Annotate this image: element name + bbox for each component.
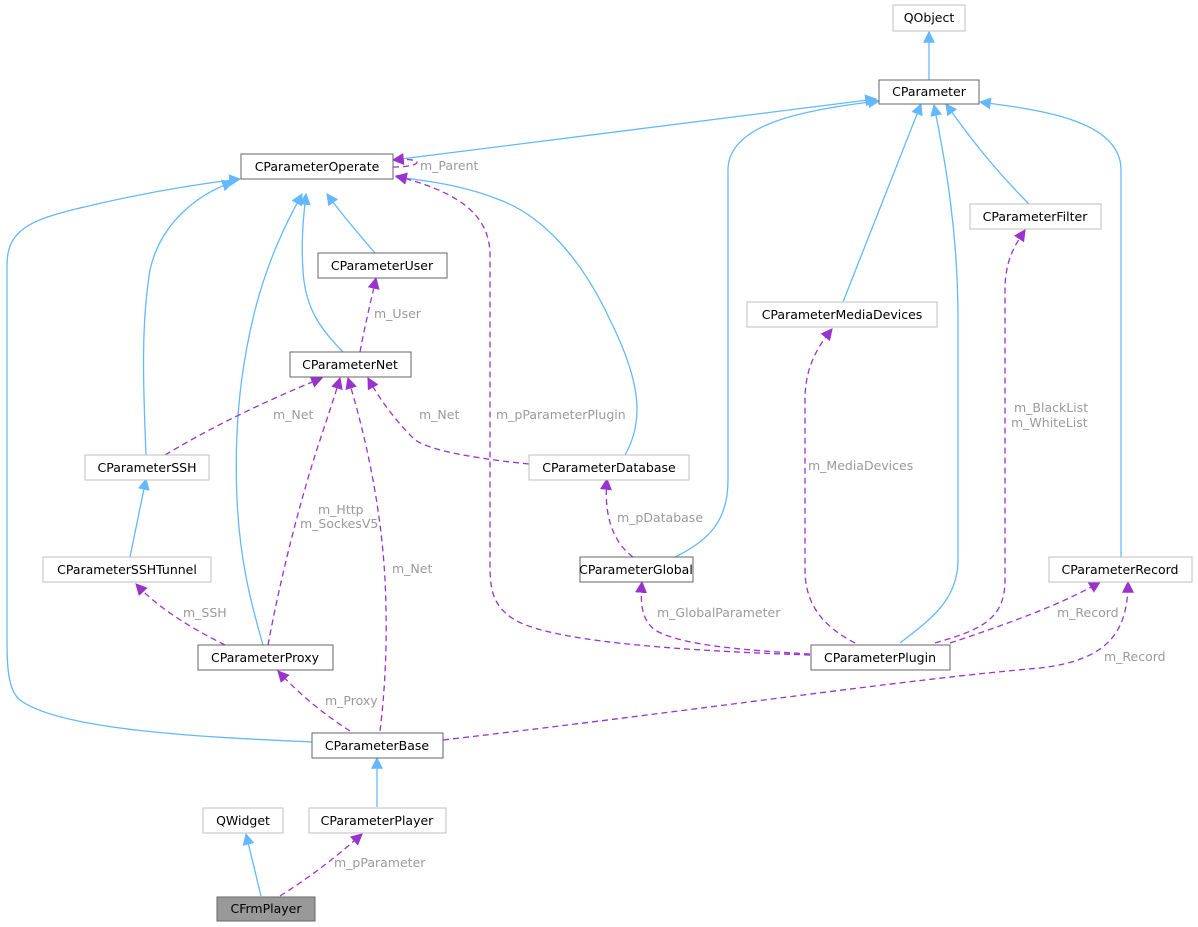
node-qwidget-label: QWidget (216, 813, 270, 828)
node-cparameterfilter-label: CParameterFilter (983, 209, 1089, 224)
node-cparameter-label: CParameter (892, 84, 967, 99)
label-m-record-base: m_Record (1104, 649, 1166, 664)
label-m-ssh: m_SSH (183, 605, 227, 620)
label-m-pdatabase: m_pDatabase (617, 510, 703, 525)
node-cparameterdatabase-label: CParameterDatabase (542, 460, 676, 475)
node-cparameterrecord-label: CParameterRecord (1062, 562, 1179, 577)
node-cparameterglobal-label: CParameterGlobal (579, 562, 693, 577)
edge-cparameterfilter-to-cparameter (945, 103, 1030, 205)
edge-cparameterssh-to-cparameternet (164, 376, 324, 456)
label-m-pparameterplugin: m_pParameterPlugin (496, 407, 626, 422)
node-cfrmplayer[interactable]: CFrmPlayer (216, 896, 316, 922)
edge-cparameterplugin-to-cparameterfilter (934, 229, 1026, 644)
label-m-sockesv5: m_SockesV5 (300, 516, 378, 531)
node-cparameteroperate-label: CParameterOperate (255, 159, 380, 174)
node-cparameteroperate[interactable]: CParameterOperate (240, 153, 394, 180)
label-m-pparameter: m_pParameter (334, 855, 426, 870)
label-m-whitelist: m_WhiteList (1011, 415, 1088, 430)
edge-cparametermediadevices-to-cparameter (842, 102, 923, 303)
node-cparameterproxy[interactable]: CParameterProxy (197, 644, 334, 671)
edge-cparameterbase-to-cparameteroperate (6, 174, 313, 743)
edge-cparameterplugin-to-cparameteroperate (394, 172, 811, 656)
node-cparameterrecord[interactable]: CParameterRecord (1048, 556, 1193, 583)
node-cparameterplugin[interactable]: CParameterPlugin (810, 644, 951, 671)
edge-cparameterdatabase-to-cparameteroperate (394, 172, 638, 456)
node-cparameteruser[interactable]: CParameterUser (317, 252, 448, 279)
node-cfrmplayer-label: CFrmPlayer (230, 901, 302, 916)
node-cparameterssh-label: CParameterSSH (97, 460, 196, 475)
edge-cparameterbase-to-cparameternet (345, 376, 387, 732)
label-m-net-base: m_Net (392, 561, 432, 576)
usage-edges (135, 153, 1134, 897)
edge-cparameterplugin-to-cparameterrecord (949, 581, 1102, 644)
label-m-http: m_Http (318, 502, 364, 517)
node-qobject[interactable]: QObject (892, 4, 966, 32)
edge-cparameterssh-to-cparameteroperate (142, 179, 235, 456)
inheritance-edges (6, 30, 1122, 897)
edge-cparameternet-to-cparameteroperate (298, 192, 344, 353)
label-m-net-ssh: m_Net (273, 407, 313, 422)
node-qwidget[interactable]: QWidget (202, 807, 284, 834)
node-cparametermediadevices[interactable]: CParameterMediaDevices (746, 301, 938, 328)
node-cparameterplayer-label: CParameterPlayer (321, 813, 435, 828)
node-cparameterglobal[interactable]: CParameterGlobal (579, 556, 694, 583)
edge-cparameterrecord-to-cparameter (978, 97, 1122, 557)
node-cparameterssh[interactable]: CParameterSSH (84, 454, 210, 481)
edge-cfrmplayer-to-qwidget (242, 832, 262, 897)
edge-cparameteruser-to-cparameteroperate (326, 193, 376, 254)
edge-cparametersshtunnel-to-cparameterssh (129, 477, 150, 558)
label-m-parent: m_Parent (420, 158, 479, 173)
edge-cparametersshtunnel-to-cparameterssh-m-ssh (135, 583, 226, 646)
node-cparameterfilter[interactable]: CParameterFilter (969, 203, 1102, 230)
edge-cparameterdatabase-to-cparameternet (367, 376, 530, 465)
edge-cparameterplugin-to-cparameter (899, 103, 959, 644)
node-qobject-label: QObject (904, 10, 955, 25)
label-m-mediadevices: m_MediaDevices (808, 458, 913, 473)
label-m-blacklist: m_BlackList (1014, 400, 1088, 415)
node-cparameter[interactable]: CParameter (878, 79, 980, 105)
node-cparameterproxy-label: CParameterProxy (211, 650, 320, 665)
node-cparameterdatabase[interactable]: CParameterDatabase (528, 454, 690, 481)
nodes: QObject CParameter CParameterOperate CPa… (42, 4, 1193, 922)
edge-cfrmplayer-to-cparameterplayer (279, 833, 363, 897)
label-m-record-plugin: m_Record (1057, 605, 1119, 620)
label-m-user: m_User (374, 306, 422, 321)
edge-cparameterglobal-to-cparameterdatabase (599, 477, 634, 558)
node-cparametermediadevices-label: CParameterMediaDevices (762, 307, 923, 322)
node-cparameterbase-label: CParameterBase (325, 738, 430, 753)
node-cparameteruser-label: CParameterUser (331, 258, 434, 273)
label-m-globalparameter: m_GlobalParameter (657, 605, 781, 620)
edge-cparameterglobal-to-cparameter (674, 96, 881, 558)
label-m-proxy: m_Proxy (325, 693, 378, 708)
edge-cparameterplugin-to-cparametermediadevices (804, 328, 856, 644)
node-cparameternet-label: CParameterNet (302, 357, 398, 372)
node-cparameterplugin-label: CParameterPlugin (824, 650, 936, 665)
node-cparameterplayer[interactable]: CParameterPlayer (308, 807, 447, 834)
node-cparametersshtunnel[interactable]: CParameterSSHTunnel (42, 556, 212, 583)
edge-cparameterproxy-to-cparameternet (267, 376, 343, 646)
edge-cparameterproxy-to-cparameteroperate (235, 192, 303, 646)
edge-cparameteroperate-m-parent (391, 153, 418, 168)
label-m-net-database: m_Net (419, 407, 459, 422)
node-cparameternet[interactable]: CParameterNet (289, 351, 412, 378)
node-cparametersshtunnel-label: CParameterSSHTunnel (57, 562, 197, 577)
edge-cparameteroperate-to-cparameter (392, 94, 878, 161)
edge-labels: m_Parent m_User m_Net m_Net m_pParameter… (183, 158, 1166, 870)
node-cparameterbase[interactable]: CParameterBase (311, 732, 444, 759)
edge-cparameterbase-to-cparameterproxy (277, 670, 351, 732)
edge-cparameterbase-to-cparameterrecord (442, 580, 1134, 741)
